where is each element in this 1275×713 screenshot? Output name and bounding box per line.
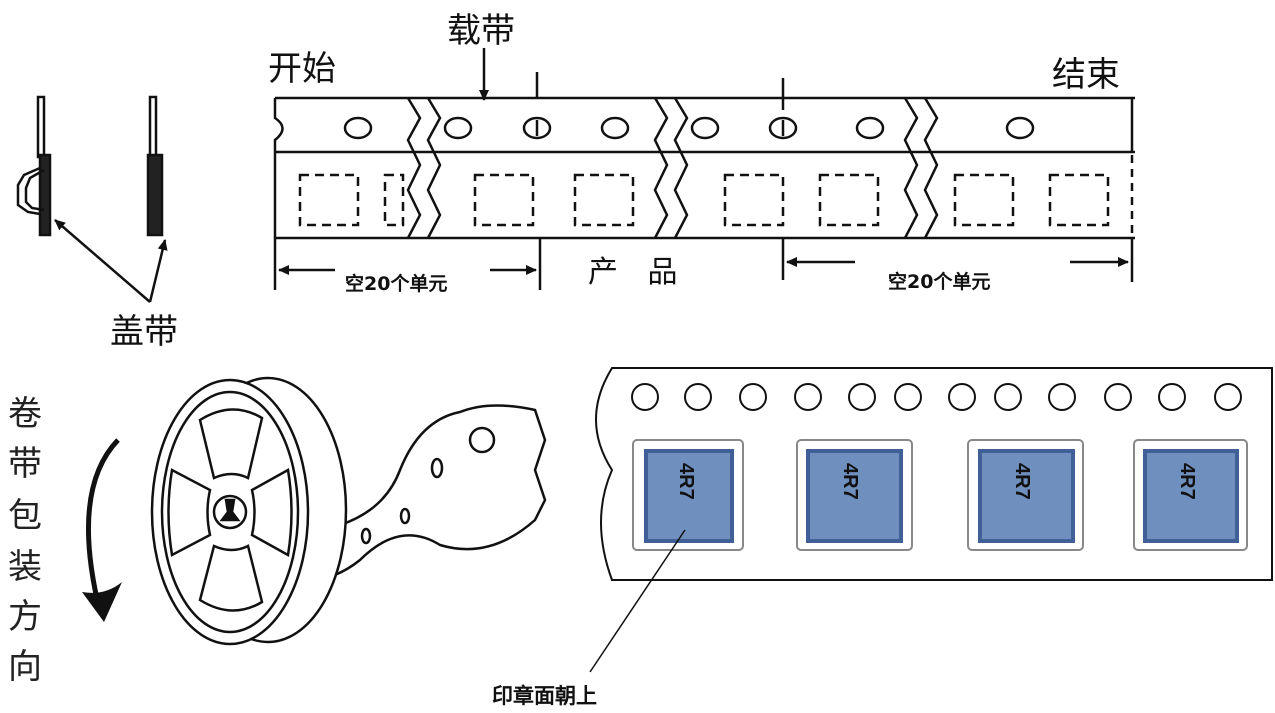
reel-direction-char: 向	[8, 647, 42, 687]
sprocket-holes	[631, 383, 1242, 411]
reel-direction-char: 装	[8, 547, 42, 587]
chip-pocket: 4R7	[632, 439, 744, 551]
marking-leader-line	[589, 529, 686, 673]
chip-marking: 4R7	[1176, 463, 1198, 500]
chip-pocket: 4R7	[967, 439, 1084, 551]
reel-direction-text: 卷 带 包 装 方 向	[8, 394, 42, 687]
start-label: 开始	[268, 49, 336, 89]
chip-pocket: 4R7	[1133, 439, 1248, 551]
reel-direction-char: 包	[8, 496, 42, 536]
dimension-arrows	[278, 257, 1129, 275]
tape-with-chips: 4R7 4R7 4R7 4R7	[595, 367, 1273, 581]
carrier-tape-strip	[273, 72, 1135, 290]
reel-direction-char: 带	[8, 444, 42, 484]
reel-direction-arrow	[86, 438, 120, 613]
cover-tape-label: 盖带	[110, 312, 178, 352]
carrier-tape-label: 载带	[447, 11, 515, 51]
marking-up-label: 印章面朝上	[492, 684, 597, 708]
chip-marking: 4R7	[839, 463, 861, 500]
empty-units-left-label: 空20个单元	[345, 272, 447, 295]
end-label: 结束	[1052, 55, 1120, 95]
reel-direction-char: 卷	[8, 394, 42, 434]
reel-direction-arrowhead	[82, 582, 122, 622]
reel-illustration	[150, 376, 547, 646]
cover-tape-cross-section	[16, 95, 164, 237]
empty-units-right-label: 空20个单元	[888, 270, 990, 293]
cover-tape-arrows	[54, 219, 168, 303]
chip-marking: 4R7	[675, 463, 697, 500]
chip-pocket: 4R7	[796, 439, 913, 551]
product-label: 产 品	[588, 255, 688, 290]
reel-direction-char: 方	[8, 597, 42, 637]
chip-marking: 4R7	[1011, 463, 1033, 500]
